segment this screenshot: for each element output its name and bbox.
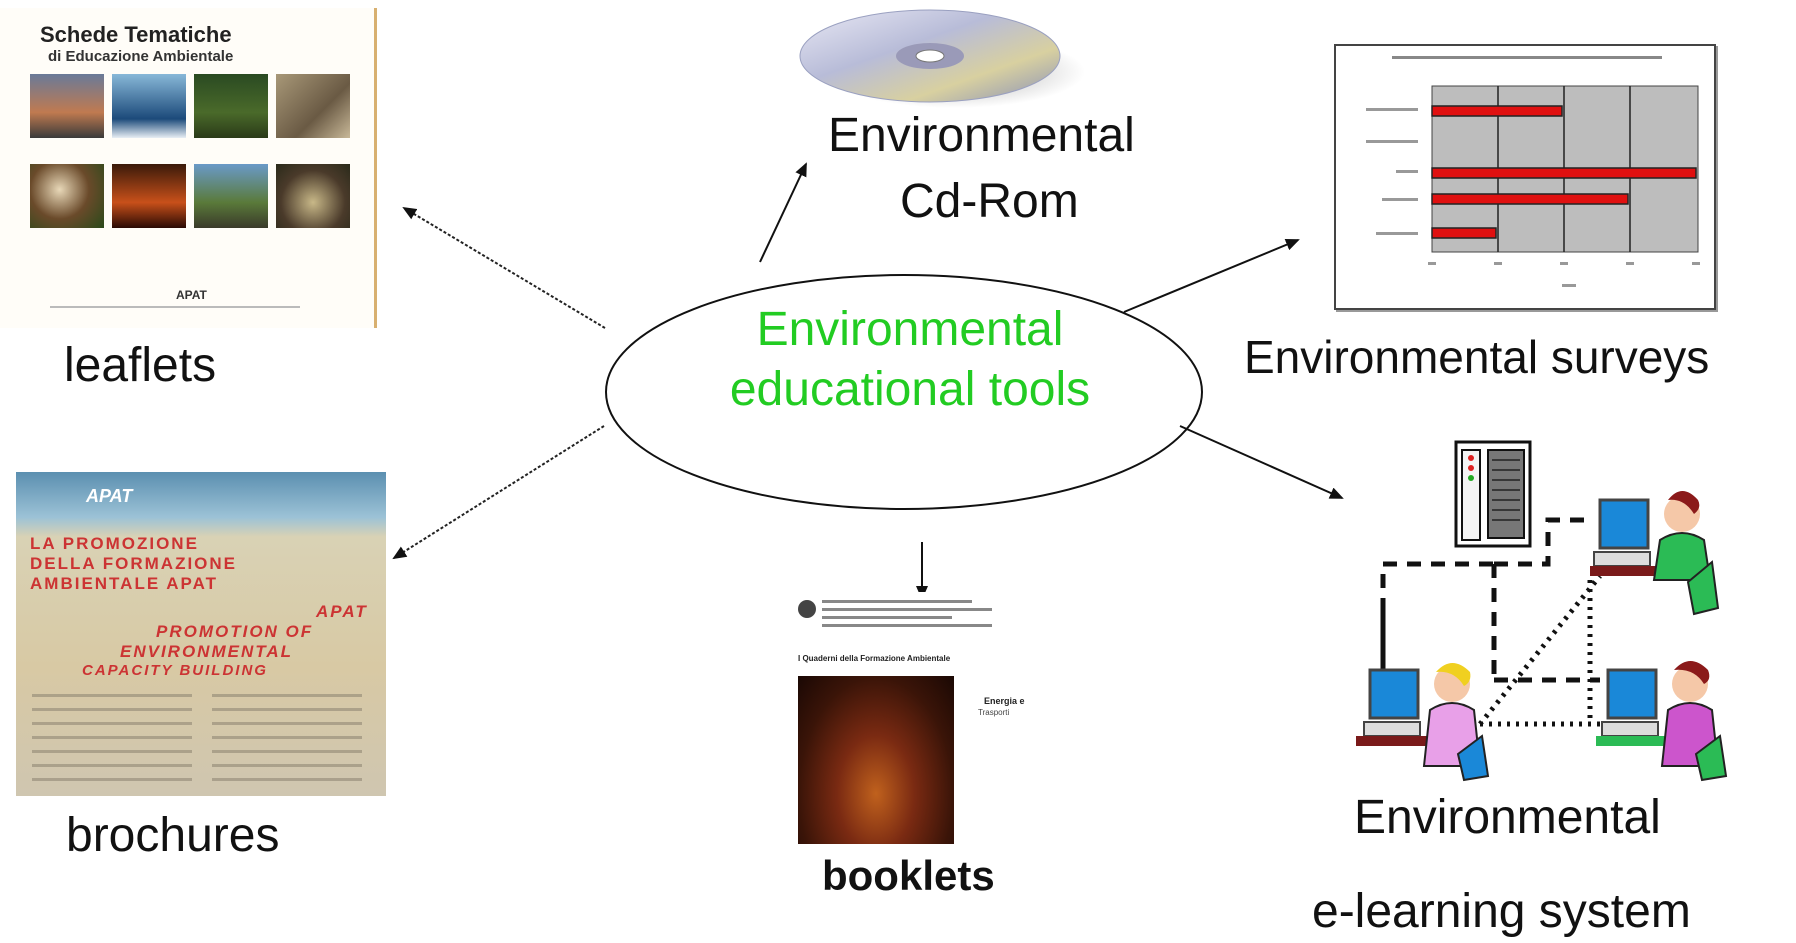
booklet-subject-2: Trasporti <box>978 708 1010 717</box>
brochure-heading-it: AMBIENTALE APAT <box>30 574 219 593</box>
brochure-logo: APAT <box>86 486 133 506</box>
brochure-heading-it: DELLA FORMAZIONE <box>30 554 238 573</box>
leaflet-thumb <box>112 74 186 138</box>
booklet-text-line <box>822 624 992 627</box>
brochure-image: APAT LA PROMOZIONE DELLA FORMAZIONE AMBI… <box>16 472 386 796</box>
workstation-user-icon <box>1596 661 1728 782</box>
workstation-user-icon <box>1590 491 1720 616</box>
label-surveys: Environmental surveys <box>1244 331 1710 383</box>
label-cdrom-line1: Environmental <box>828 109 1135 162</box>
brochure-text-line <box>212 708 362 711</box>
label-booklets: booklets <box>822 852 995 899</box>
brochure-text-line <box>212 778 362 781</box>
elearning-network <box>1356 440 1728 782</box>
brochure-text-line <box>32 750 192 753</box>
label-elearning-line2: e-learning system <box>1312 885 1691 938</box>
survey-chart-graphic <box>1366 85 1700 287</box>
leaflet-image: Schede Tematiche di Educazione Ambiental… <box>0 8 377 328</box>
server-icon <box>1454 440 1532 548</box>
leaflet-thumb <box>194 74 268 138</box>
booklet-text-line <box>822 600 972 603</box>
brochure-text-line <box>32 778 192 781</box>
label-leaflets: leaflets <box>64 339 217 392</box>
center-ellipse <box>605 274 1203 510</box>
leaflet-thumb <box>30 164 104 228</box>
booklet-image: I Quaderni della Formazione Ambientale E… <box>798 592 1058 844</box>
arrow-to-cdrom <box>759 162 807 263</box>
brochure-text-line <box>212 694 362 697</box>
workstation-user-icon <box>1356 663 1490 782</box>
leaflet-footer: APAT <box>176 288 207 302</box>
center-label-line1: Environmental <box>756 303 1064 356</box>
label-elearning-line1: Environmental <box>1354 791 1661 844</box>
booklet-text-line <box>822 616 952 619</box>
arrow-to-leaflets <box>402 206 606 329</box>
brochure-heading-en: ENVIRONMENTAL <box>120 642 294 661</box>
brochure-heading-en: APAT <box>316 602 368 621</box>
leaflet-subtitle: di Educazione Ambientale <box>48 48 234 65</box>
center-label-line2: educational tools <box>729 363 1091 416</box>
leaflet-thumb <box>276 164 350 228</box>
brochure-text-line <box>32 736 192 739</box>
brochure-text-line <box>32 694 192 697</box>
label-brochures: brochures <box>66 809 280 862</box>
brochure-text-line <box>212 764 362 767</box>
arrow-to-surveys <box>1123 239 1300 313</box>
leaflet-thumb <box>30 74 104 138</box>
brochure-heading-it: LA PROMOZIONE <box>30 534 199 553</box>
center-label: Environmental educational tools <box>640 300 1180 420</box>
brochure-heading-en: PROMOTION OF <box>156 622 314 641</box>
leaflet-footer-rule <box>50 306 300 308</box>
leaflet-thumb <box>194 164 268 228</box>
booklet-photo <box>798 676 954 844</box>
arrow-to-brochures <box>392 425 605 560</box>
booklet-logo <box>798 600 816 618</box>
brochure-text-line <box>32 764 192 767</box>
survey-chart-image <box>1334 44 1716 310</box>
booklet-text-line <box>822 608 992 611</box>
survey-chart-title-line <box>1392 56 1662 59</box>
brochure-text-line <box>32 708 192 711</box>
brochure-text-line <box>212 750 362 753</box>
brochure-text-line <box>32 722 192 725</box>
arrow-to-elearning <box>1179 425 1344 499</box>
cd-rom-icon <box>799 9 1085 108</box>
leaflet-thumb <box>112 164 186 228</box>
leaflet-thumb <box>276 74 350 138</box>
booklet-series: I Quaderni della Formazione Ambientale <box>798 654 951 663</box>
leaflet-title: Schede Tematiche <box>40 22 232 47</box>
brochure-text-line <box>212 736 362 739</box>
brochure-text-line <box>212 722 362 725</box>
label-cdrom-line2: Cd-Rom <box>900 175 1079 228</box>
brochure-heading-en: CAPACITY BUILDING <box>82 662 268 679</box>
booklet-subject-1: Energia e <box>984 696 1025 706</box>
